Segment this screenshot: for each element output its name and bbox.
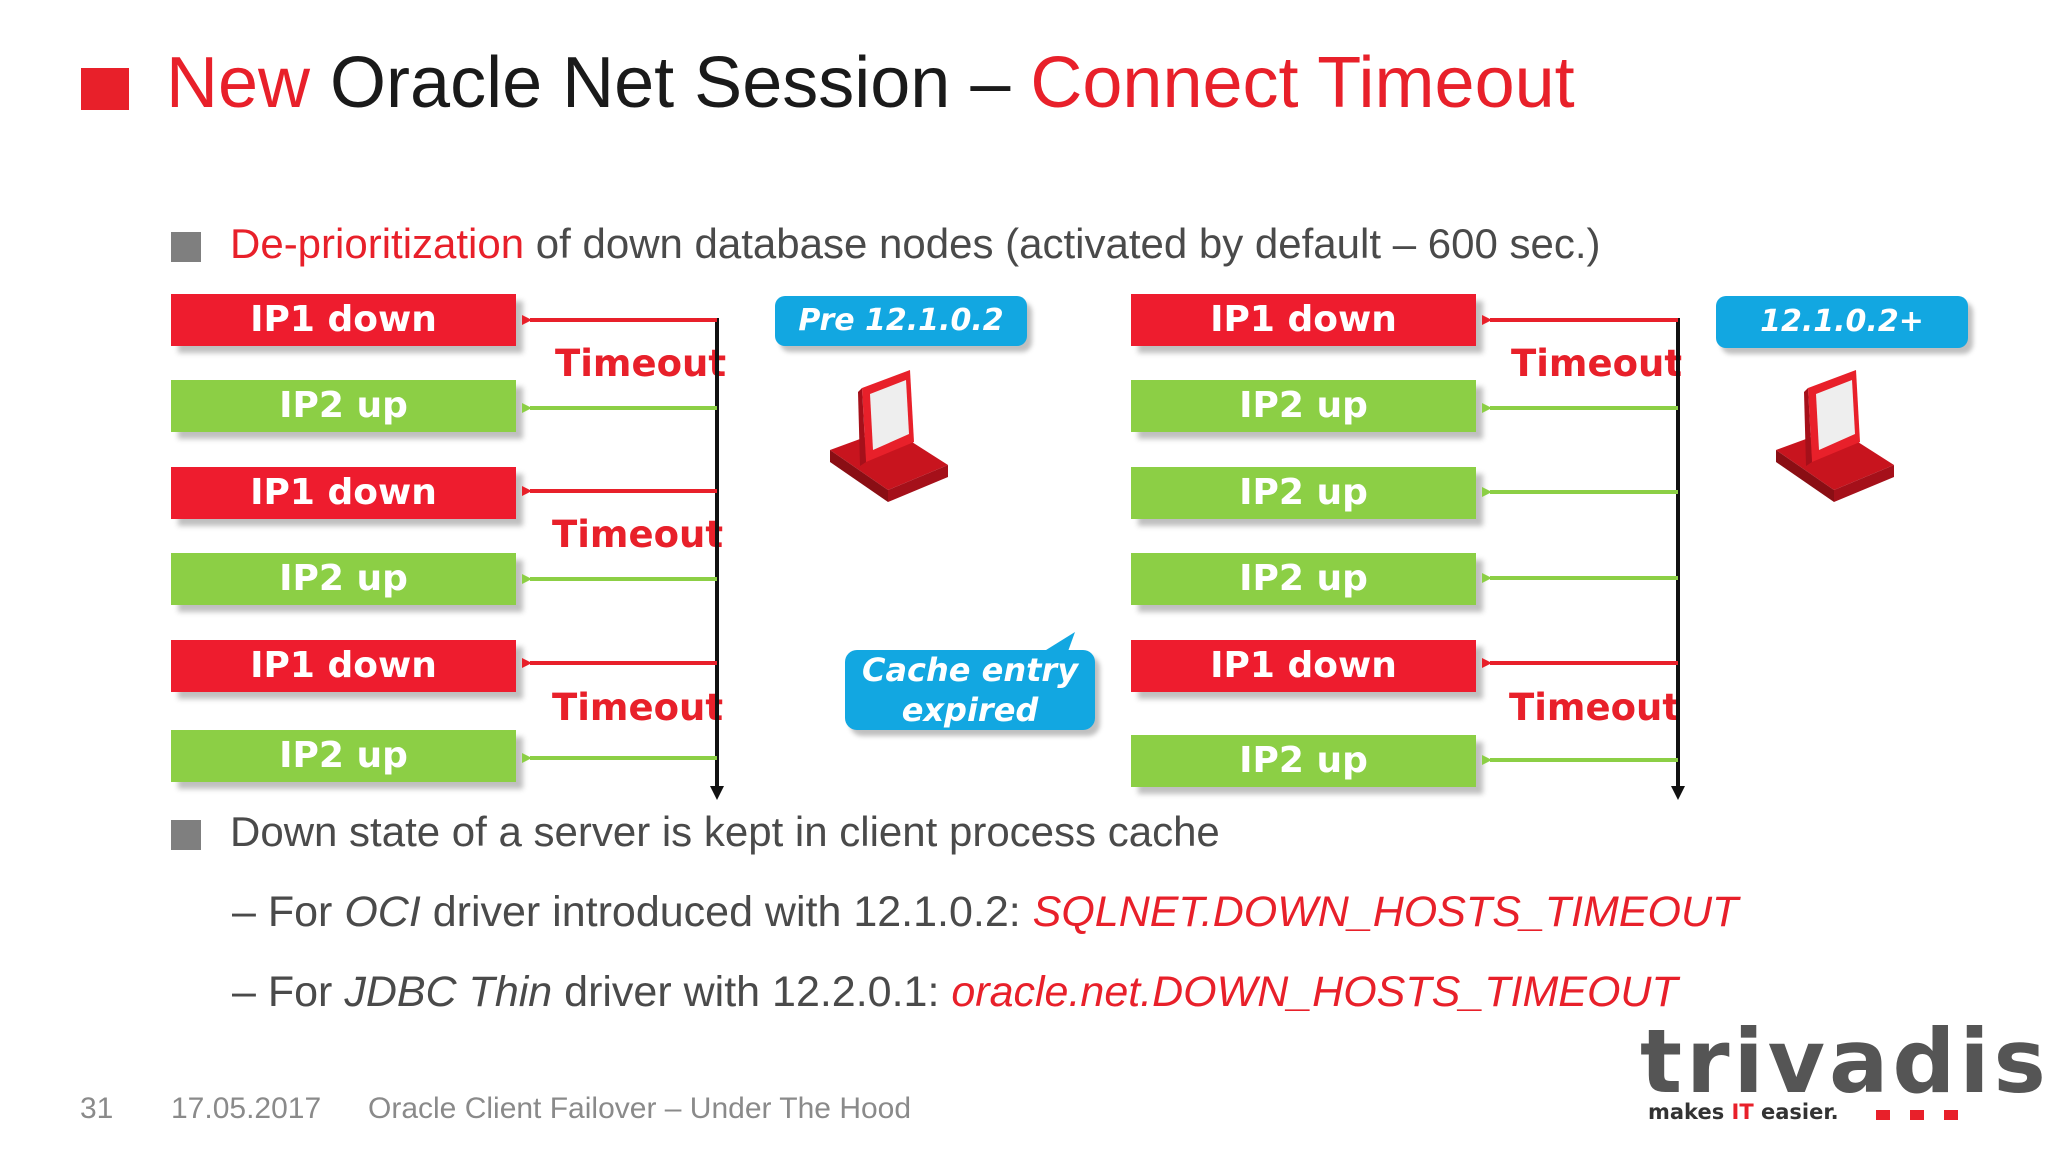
- tagline-post: easier.: [1753, 1100, 1839, 1124]
- sub2-driver: JDBC Thin: [344, 968, 553, 1016]
- right-box-5: IP1 down: [1131, 640, 1476, 692]
- sub2-prefix: – For: [232, 968, 345, 1016]
- right-timeout-1: Timeout: [1511, 342, 1683, 385]
- sub1-middle: driver introduced with 12.1.0.2:: [420, 888, 1033, 936]
- bullet-rest: of down database nodes (activated by def…: [524, 220, 1601, 267]
- right-box-3: IP2 up: [1131, 467, 1476, 519]
- bullet-highlight: De-prioritization: [230, 220, 525, 267]
- sub2-parameter: oracle.net.DOWN_HOSTS_TIMEOUT: [951, 968, 1678, 1016]
- logo-dot-3: [1944, 1110, 1958, 1120]
- right-box-1: IP1 down: [1131, 294, 1476, 346]
- page-title: New Oracle Net Session – Connect Timeout: [166, 38, 1575, 128]
- version-badge-pre: Pre 12.1.0.2: [775, 296, 1027, 346]
- tagline-it: IT: [1731, 1100, 1754, 1124]
- left-timeline-arrowhead: [710, 786, 724, 800]
- logo-dot-1: [1876, 1110, 1890, 1120]
- computer-icon: [1776, 370, 1894, 502]
- sub1-prefix: – For: [232, 888, 345, 936]
- bullet-deprioritization: De-prioritization of down database nodes…: [230, 220, 1600, 268]
- callout-line-2: expired: [901, 691, 1039, 729]
- computer-icon: [830, 370, 948, 502]
- left-box-6: IP2 up: [171, 730, 516, 782]
- title-main: Oracle Net Session –: [310, 43, 1031, 123]
- cache-expired-callout: Cache entry expired: [845, 650, 1095, 730]
- sub-bullet-oci: – For OCI driver introduced with 12.1.0.…: [232, 888, 1738, 937]
- left-box-5: IP1 down: [171, 640, 516, 692]
- bullet-marker-1: [171, 232, 201, 262]
- left-box-3: IP1 down: [171, 467, 516, 519]
- right-box-4: IP2 up: [1131, 553, 1476, 605]
- left-box-2: IP2 up: [171, 380, 516, 432]
- left-timeout-3: Timeout: [552, 686, 724, 729]
- right-box-6: IP2 up: [1131, 735, 1476, 787]
- slide-footer-title: Oracle Client Failover – Under The Hood: [368, 1092, 912, 1125]
- sub2-middle: driver with 12.2.0.1:: [552, 968, 952, 1016]
- left-box-1: IP1 down: [171, 294, 516, 346]
- sub1-parameter: SQLNET.DOWN_HOSTS_TIMEOUT: [1032, 888, 1739, 936]
- bullet-down-state: Down state of a server is kept in client…: [230, 808, 1220, 855]
- right-timeout-2: Timeout: [1509, 686, 1681, 729]
- title-connect-timeout: Connect Timeout: [1030, 43, 1575, 123]
- logo-tagline: makes IT easier.: [1648, 1100, 1839, 1124]
- right-timeline-arrowhead: [1671, 786, 1685, 800]
- tagline-pre: makes: [1648, 1100, 1732, 1124]
- title-marker: [81, 68, 129, 110]
- logo-dot-2: [1910, 1110, 1924, 1120]
- left-box-4: IP2 up: [171, 553, 516, 605]
- right-box-2: IP2 up: [1131, 380, 1476, 432]
- version-badge-post: 12.1.0.2+: [1716, 296, 1968, 348]
- trivadis-logo: trivadis: [1640, 1010, 2048, 1113]
- sub1-driver: OCI: [344, 888, 421, 936]
- sub-bullet-jdbc: – For JDBC Thin driver with 12.2.0.1: or…: [232, 968, 1678, 1017]
- title-new: New: [166, 43, 311, 123]
- bullet-marker-2: [171, 820, 201, 850]
- callout-line-1: Cache entry: [861, 651, 1079, 689]
- left-timeout-2: Timeout: [552, 513, 724, 556]
- left-timeout-1: Timeout: [555, 342, 727, 385]
- slide-date: 17.05.2017: [171, 1092, 322, 1125]
- slide-number: 31: [80, 1092, 114, 1125]
